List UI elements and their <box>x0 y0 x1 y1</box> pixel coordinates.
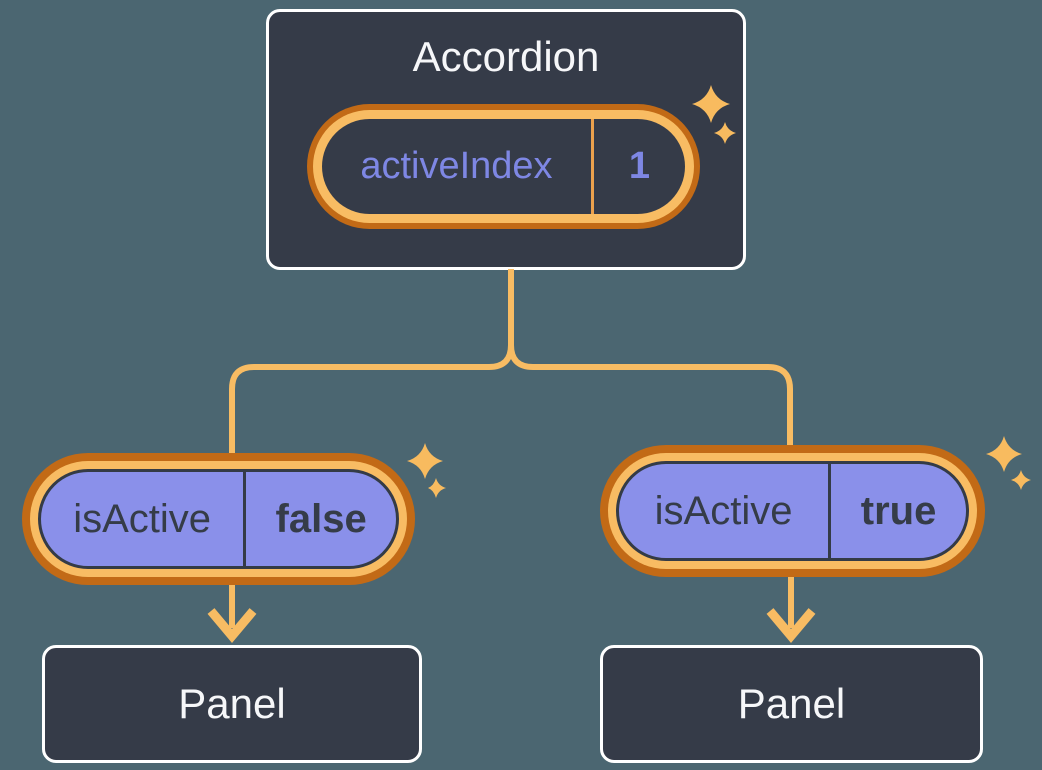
pill-divider <box>243 472 247 566</box>
state-pill: activeIndex 1 <box>307 104 700 229</box>
prop-pill-isactive-true: isActive true <box>600 445 985 577</box>
prop-pill-ring: isActive true <box>608 453 977 569</box>
state-name: activeIndex <box>360 145 553 187</box>
state-value: 1 <box>628 145 650 187</box>
sparkle-icon <box>986 436 1031 490</box>
prop-pill-ring: isActive false <box>30 461 407 577</box>
panel-node-right: Panel <box>600 645 983 763</box>
sparkle-icon <box>407 443 446 498</box>
tree-connector <box>229 269 793 458</box>
state-pill-ring: activeIndex 1 <box>313 110 694 223</box>
prop-pill-isactive-false: isActive false <box>22 453 415 585</box>
pill-divider <box>590 119 594 214</box>
connector-right-branch <box>508 269 793 450</box>
prop-name: isActive <box>654 488 793 533</box>
panel-node-left: Panel <box>42 645 422 763</box>
prop-value: true <box>860 488 937 533</box>
panel-title: Panel <box>178 680 286 727</box>
panel-title: Panel <box>737 680 846 727</box>
arrow-down-icon <box>207 578 257 643</box>
accordion-title: Accordion <box>412 33 600 80</box>
connector-left-branch <box>229 269 514 458</box>
accordion-node: Accordion activeIndex 1 <box>266 9 746 270</box>
prop-name: isActive <box>73 496 212 541</box>
arrow-down-icon <box>766 570 816 643</box>
pill-divider <box>828 464 832 558</box>
prop-value: false <box>275 496 367 541</box>
